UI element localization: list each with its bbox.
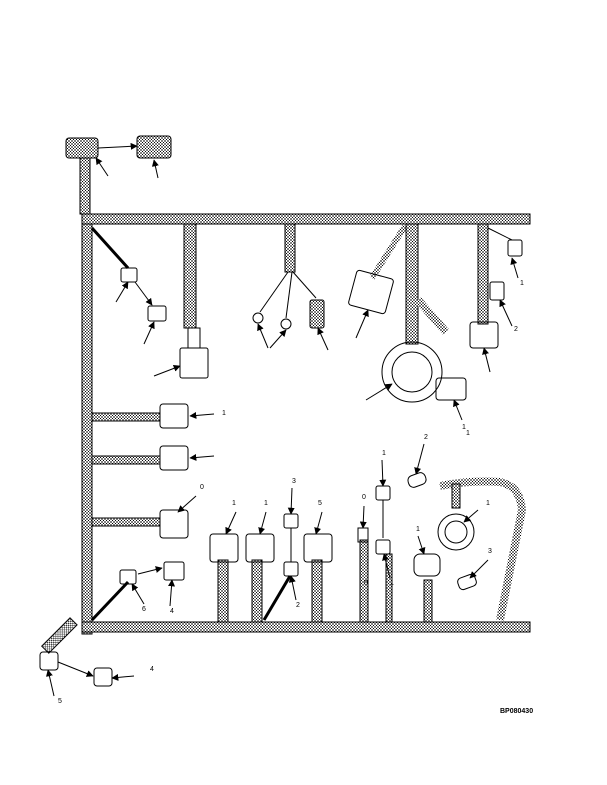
branch-5 — [469, 223, 523, 349]
callout-mark-23: 5 — [58, 698, 62, 705]
callout-mark-16: 1 — [390, 580, 394, 587]
connector-left-1 — [159, 403, 189, 429]
callout-mark-20: 4 — [150, 666, 154, 673]
callout-mark-21: 0 — [364, 580, 368, 587]
callout-mark-2: 2 — [514, 326, 518, 333]
connector-b4-flat — [435, 377, 467, 401]
harness-drop-top — [79, 157, 91, 215]
connector-right-top — [407, 472, 427, 488]
connector-b1-b — [147, 305, 167, 322]
connector-bot-9 — [413, 553, 441, 577]
connector-bot-1 — [209, 533, 239, 563]
callout-mark-1: 1 — [520, 280, 524, 287]
connector-left-2 — [159, 445, 189, 471]
connector-b5-c — [469, 321, 499, 349]
left-connectors — [91, 403, 189, 539]
connector-top-right — [136, 135, 172, 159]
callout-mark-22: 1 — [466, 430, 470, 437]
connector-right-small — [457, 573, 477, 591]
connector-top-left — [65, 137, 99, 159]
connector-bot-4 — [283, 561, 299, 577]
connector-bot-3 — [283, 513, 299, 529]
callout-mark-19: 4 — [170, 608, 174, 615]
connector-bottom-left-b — [93, 667, 113, 687]
connector-b5-b — [489, 281, 505, 301]
main-trunk-top — [81, 213, 531, 225]
callout-mark-7: 1 — [264, 500, 268, 507]
callout-mark-10: 0 — [362, 494, 366, 501]
connector-bot-7 — [375, 485, 391, 501]
callout-mark-15: 3 — [488, 548, 492, 555]
branch-4-harness — [405, 223, 419, 345]
callout-mark-4: 1 — [462, 424, 466, 431]
harness-diagonal-bottom-left — [41, 617, 78, 654]
branch-3-harness — [284, 223, 296, 273]
callout-mark-9: 5 — [318, 500, 322, 507]
top-connector-pair — [65, 135, 172, 215]
main-trunk-bottom — [81, 621, 531, 633]
connector-b1-a — [120, 267, 138, 283]
connector-bot-2 — [245, 533, 275, 563]
round-connector-large — [381, 341, 443, 403]
main-trunk-left — [81, 223, 93, 635]
branch-2 — [179, 223, 209, 379]
connector-left-3 — [159, 509, 189, 539]
callout-mark-6: 1 — [232, 500, 236, 507]
relay-connector — [179, 347, 209, 379]
callout-mark-12: 2 — [424, 434, 428, 441]
callout-mark-5: 0 — [200, 484, 204, 491]
callout-mark-3: 1 — [222, 410, 226, 417]
callout-mark-11: 1 — [382, 450, 386, 457]
callout-mark-14: 1 — [486, 500, 490, 507]
ring-terminal-1 — [252, 312, 264, 324]
callout-mark-8: 3 — [292, 478, 296, 485]
branch-4 — [348, 223, 467, 403]
callout-mark-13: 1 — [416, 526, 420, 533]
callout-mark-18: 6 — [142, 606, 146, 613]
round-connector-right — [437, 513, 475, 551]
branch-1 — [90, 226, 167, 322]
callout-mark-17: 2 — [296, 602, 300, 609]
connector-bot-5 — [303, 533, 333, 563]
branch-3 — [252, 223, 325, 330]
branch-5-harness — [477, 223, 489, 325]
connector-bl-b — [163, 561, 185, 581]
connector-b3 — [309, 299, 325, 329]
connector-bot-8 — [375, 539, 391, 555]
connector-bottom-left-a — [39, 651, 59, 671]
callout-leaders — [46, 157, 519, 697]
ring-terminal-2 — [280, 318, 292, 330]
bottom-branches — [209, 485, 441, 623]
connector-bl-a — [119, 569, 137, 585]
branch-2-harness — [183, 223, 197, 329]
figure-code: BP080430 — [500, 708, 534, 715]
connector-b5-a — [507, 239, 523, 257]
